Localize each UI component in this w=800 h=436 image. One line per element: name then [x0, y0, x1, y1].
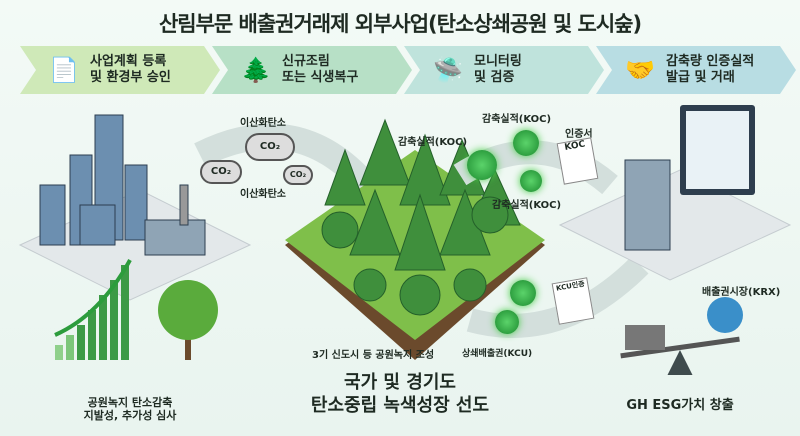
step-afforestation: 🌲 신규조림 또는 식생복구 [212, 46, 412, 94]
co2-cloud: CO₂ [200, 160, 242, 184]
step-monitoring: 🛸 모니터링 및 검증 [404, 46, 604, 94]
drone-icon: 🛸 [433, 56, 463, 84]
koc-label-top: 감축실적(KOC) [482, 114, 552, 125]
document-check-icon: 📄 [49, 56, 79, 84]
step-label: 신규조림 또는 식생복구 [282, 54, 359, 85]
headline-line1: 국가 및 경기도 [344, 372, 456, 393]
page-title: 산림부문 배출권거래제 외부사업(탄소상쇄공원 및 도시숲) [158, 12, 642, 36]
co2-cloud: CO₂ [283, 165, 313, 185]
kcu-certificate-icon: KCU인증 [551, 277, 595, 325]
step-label: 모니터링 및 검증 [474, 54, 522, 85]
park-label: 3기 신도시 등 공원녹지 조성 [312, 350, 435, 361]
kcu-coin-icon [510, 280, 536, 306]
city-buildings-icon [39, 114, 206, 256]
co2-label-bottom: 이산화탄소 [240, 189, 286, 200]
koc-label-left: 감축실적(KOC) [398, 137, 468, 148]
right-caption: GH ESG가치 창출 [626, 398, 734, 413]
forest-trees-icon [321, 118, 521, 316]
koc-label-bottom: 감축실적(KOC) [492, 200, 562, 211]
step-label: 감축량 인증실적 발급 및 거래 [666, 54, 755, 85]
certificate-label: 인증서 [565, 129, 593, 140]
illustration [18, 105, 792, 375]
step-label: 사업계획 등록 및 환경부 승인 [90, 54, 171, 85]
step-plan-approval: 📄 사업계획 등록 및 환경부 승인 [20, 46, 220, 94]
market-label: 배출권시장(KRX) [702, 287, 781, 298]
balance-scale-icon [620, 297, 743, 375]
growth-bar-chart-icon [55, 265, 129, 360]
tree-planting-icon: 🌲 [241, 56, 271, 84]
handshake-coin-icon: 🤝 [625, 56, 655, 84]
co2-cloud: CO₂ [245, 133, 295, 161]
step-certification-trade: 🤝 감축량 인증실적 발급 및 거래 [596, 46, 796, 94]
tree-diagram-icon [158, 280, 218, 360]
headline-line2: 탄소중립 녹색성장 선도 [310, 395, 490, 416]
koc-certificate-icon: KOC [556, 137, 599, 185]
koc-coin-icon [467, 150, 497, 180]
kcu-coin-icon [495, 310, 519, 334]
koc-coin-icon [520, 170, 542, 192]
koc-coin-icon [513, 130, 539, 156]
office-building-icon [624, 105, 755, 251]
kcu-label: 상쇄배출권(KCU) [462, 349, 533, 359]
co2-label-top: 이산화탄소 [240, 118, 286, 129]
left-caption: 공원녹지 탄소감축 지발성, 추가성 심사 [83, 396, 177, 422]
